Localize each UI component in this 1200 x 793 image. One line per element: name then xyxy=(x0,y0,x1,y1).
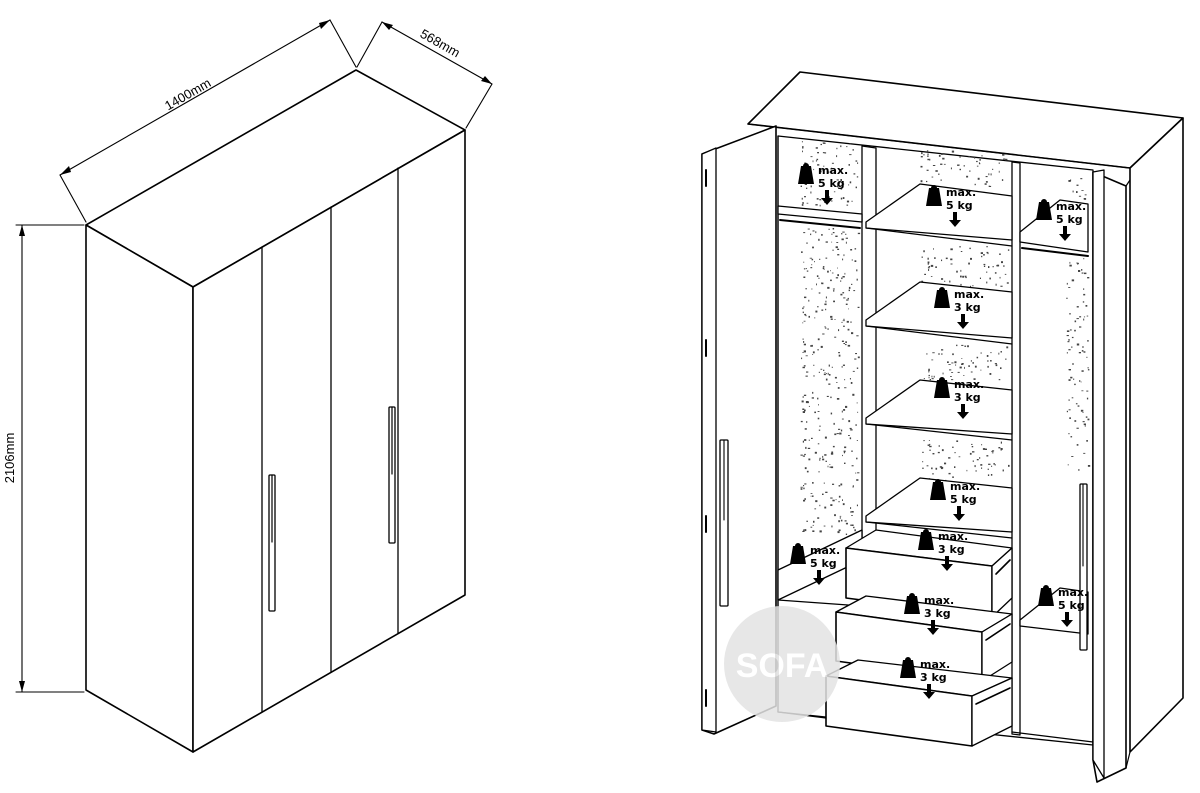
load-label-left-bottom-shelf: max.5 kg xyxy=(790,543,840,585)
height-dimension: 2106mm xyxy=(2,224,85,693)
down-arrow-icon xyxy=(821,190,833,205)
down-arrow-icon xyxy=(957,314,969,329)
weight-icon xyxy=(798,163,814,184)
closed-wardrobe xyxy=(85,69,466,753)
load-label-left-hanging-top: max.5 kg xyxy=(798,163,848,205)
load-label-line2: 5 kg xyxy=(1058,599,1085,612)
down-arrow-icon xyxy=(949,212,961,227)
weight-icon xyxy=(934,287,950,308)
down-arrow-icon xyxy=(957,404,969,419)
divider-right xyxy=(1011,161,1021,736)
load-label-right-bottom-shelf: max.5 kg xyxy=(1038,585,1088,627)
load-label-line2: 3 kg xyxy=(920,671,947,684)
weight-icon xyxy=(1036,199,1052,220)
load-label-line1: max. xyxy=(818,164,848,177)
down-arrow-icon xyxy=(1061,612,1073,627)
down-arrow-icon xyxy=(813,570,825,585)
load-label-mid-shelf-2: max.3 kg xyxy=(934,287,984,329)
weight-icon xyxy=(790,543,806,564)
left-top-shelf xyxy=(777,205,863,223)
load-label-line1: max. xyxy=(920,658,950,671)
weight-icon xyxy=(904,593,920,614)
load-label-drawer-2: max.3 kg xyxy=(904,593,954,635)
load-label-line1: max. xyxy=(1058,586,1088,599)
wardrobe-front-panel xyxy=(192,129,466,753)
middle-shelves xyxy=(865,183,1013,539)
load-label-drawer-3: max.3 kg xyxy=(900,657,950,699)
weight-icon xyxy=(934,377,950,398)
back-panel-texture xyxy=(800,141,1091,537)
load-label-line2: 5 kg xyxy=(950,493,977,506)
down-arrow-icon xyxy=(941,556,953,571)
load-label-line2: 5 kg xyxy=(818,177,845,190)
load-label-line1: max. xyxy=(950,480,980,493)
weight-icon xyxy=(918,529,934,550)
load-label-line2: 3 kg xyxy=(924,607,951,620)
right-bottom-shelf xyxy=(1019,587,1089,635)
open-wardrobe xyxy=(701,71,1184,783)
load-label-mid-shelf-3: max.3 kg xyxy=(934,377,984,419)
weight-icon xyxy=(900,657,916,678)
weight-icon xyxy=(1038,585,1054,606)
width-label: 1400mm xyxy=(162,75,213,113)
height-label: 2106mm xyxy=(2,433,17,484)
right-top-shelf xyxy=(1019,199,1089,253)
sofa-logo: SOFA xyxy=(724,606,840,722)
load-label-line2: 5 kg xyxy=(1056,213,1083,226)
load-label-line1: max. xyxy=(810,544,840,557)
left-hanging-rail xyxy=(779,219,861,229)
carcass-right-side xyxy=(1129,117,1184,753)
load-label-line1: max. xyxy=(946,186,976,199)
down-arrow-icon xyxy=(923,684,935,699)
logo-circle xyxy=(724,606,840,722)
load-label-line1: max. xyxy=(924,594,954,607)
load-label-line1: max. xyxy=(954,378,984,391)
drawers xyxy=(825,529,1013,747)
load-label-line1: max. xyxy=(1056,200,1086,213)
load-label-line1: max. xyxy=(954,288,984,301)
load-label-line2: 3 kg xyxy=(954,391,981,404)
load-label-right-hanging-top: max.5 kg xyxy=(1036,199,1086,241)
load-label-line2: 3 kg xyxy=(938,543,965,556)
load-label-drawer-1: max.3 kg xyxy=(918,529,968,571)
weight-icon xyxy=(926,185,942,206)
load-label-line1: max. xyxy=(938,530,968,543)
right-hanging-rail xyxy=(1021,247,1089,257)
weight-icon xyxy=(930,479,946,500)
load-label-line2: 5 kg xyxy=(810,557,837,570)
load-label-mid-shelf-4: max.5 kg xyxy=(930,479,980,521)
down-arrow-icon xyxy=(953,506,965,521)
down-arrow-icon xyxy=(1059,226,1071,241)
load-label-line2: 5 kg xyxy=(946,199,973,212)
logo-text: SOFA xyxy=(736,647,829,685)
load-label-line2: 3 kg xyxy=(954,301,981,314)
wardrobe-side-panel xyxy=(85,224,194,753)
load-label-mid-shelf-1: max.5 kg xyxy=(926,185,976,227)
down-arrow-icon xyxy=(927,620,939,635)
